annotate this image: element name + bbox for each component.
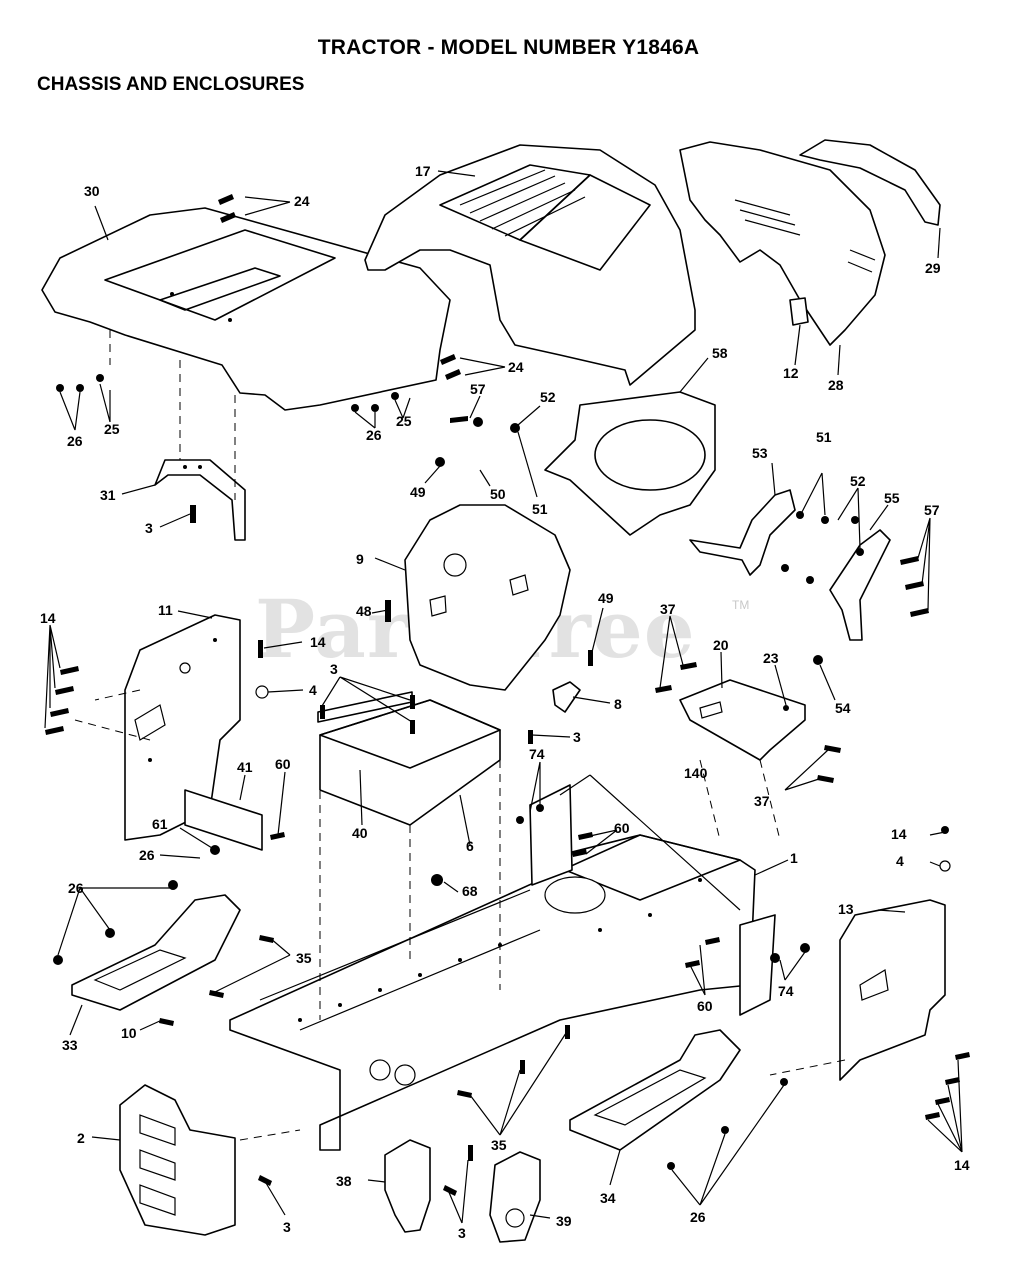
callout-74: 74	[778, 983, 794, 999]
part-34-right-footrest	[569, 1029, 741, 1151]
callout-3: 3	[283, 1219, 291, 1235]
callout-24: 24	[508, 359, 524, 375]
part-33-left-footrest	[71, 894, 241, 1011]
part-1-main-frame	[229, 834, 756, 1151]
leader-lines	[44, 170, 963, 1224]
callout-26: 26	[67, 433, 83, 449]
callout-28: 28	[828, 377, 844, 393]
callout-3: 3	[573, 729, 581, 745]
callout-34: 34	[600, 1190, 616, 1206]
alignment-lines	[74, 330, 846, 1141]
callout-24: 24	[294, 193, 310, 209]
callout-49: 49	[410, 484, 426, 500]
page-title: TRACTOR - MODEL NUMBER Y1846A	[317, 36, 700, 59]
watermark-trademark: TM	[732, 598, 750, 612]
fasteners	[45, 194, 970, 1196]
callout-1: 1	[790, 850, 798, 866]
part-17-hood	[364, 144, 696, 386]
part-6-battery-tray	[319, 699, 501, 826]
part-28-grille-panel	[679, 141, 886, 346]
callout-51: 51	[532, 501, 548, 517]
callout-48: 48	[356, 603, 372, 619]
callout-38: 38	[336, 1173, 352, 1189]
part-53-bracket	[689, 489, 796, 576]
part-39-bracket	[489, 1151, 541, 1243]
callout-58: 58	[712, 345, 728, 361]
callout-3: 3	[330, 661, 338, 677]
part-58-dash-shroud	[544, 391, 716, 536]
callout-12: 12	[783, 365, 799, 381]
callout-49: 49	[598, 590, 614, 606]
callout-53: 53	[752, 445, 768, 461]
callout-3: 3	[145, 520, 153, 536]
part-20-mount-plate	[679, 679, 806, 761]
part-41-plate	[184, 789, 263, 851]
part-13-right-side-panel	[839, 899, 946, 1081]
callout-74: 74	[529, 746, 545, 762]
callout-35: 35	[491, 1137, 507, 1153]
callout-57: 57	[470, 381, 486, 397]
callout-25: 25	[104, 421, 120, 437]
part-9-dash-panel	[404, 504, 571, 691]
callout-14: 14	[954, 1157, 970, 1173]
callout-26: 26	[690, 1209, 706, 1225]
callout-11: 11	[158, 602, 173, 618]
callout-68: 68	[462, 883, 478, 899]
part-55-bracket	[829, 529, 891, 641]
callout-10: 10	[121, 1025, 137, 1041]
callout-17: 17	[415, 163, 431, 179]
callout-3: 3	[458, 1225, 466, 1241]
callout-25: 25	[396, 413, 412, 429]
callout-40: 40	[352, 825, 368, 841]
callout-57: 57	[924, 502, 940, 518]
callout-23: 23	[763, 650, 779, 666]
callout-14: 14	[310, 634, 326, 650]
part-29-grille-cap	[799, 139, 941, 226]
callout-13: 13	[838, 901, 854, 917]
part-30-rear-fender	[41, 207, 451, 411]
part-31-bracket	[154, 459, 246, 541]
callout-4: 4	[309, 682, 317, 698]
callout-52: 52	[850, 473, 866, 489]
callout-52: 52	[540, 389, 556, 405]
callout-35: 35	[296, 950, 312, 966]
callout-54: 54	[835, 700, 851, 716]
callout-51: 51	[816, 429, 832, 445]
callout-50: 50	[490, 486, 506, 502]
callout-14: 14	[891, 826, 907, 842]
callout-4: 4	[896, 853, 904, 869]
callout-26: 26	[139, 847, 155, 863]
callout-39: 39	[556, 1213, 572, 1229]
callout-26: 26	[366, 427, 382, 443]
part-2-front-panel	[119, 1084, 236, 1236]
callout-14: 14	[40, 610, 56, 626]
callout-33: 33	[62, 1037, 78, 1053]
callout-26: 26	[68, 880, 84, 896]
callout-9: 9	[356, 551, 364, 567]
callout-60: 60	[275, 756, 291, 772]
callout-37: 37	[660, 601, 676, 617]
callout-8: 8	[614, 696, 622, 712]
part-8-clip	[552, 681, 581, 713]
callout-2: 2	[77, 1130, 85, 1146]
callout-60: 60	[697, 998, 713, 1014]
callout-labels: 30 24 17 29 24 58 12 28 26 25 26 25 57 5…	[40, 163, 970, 1241]
callout-140: 140	[684, 765, 708, 781]
callout-61: 61	[152, 816, 168, 832]
callout-55: 55	[884, 490, 900, 506]
callout-37: 37	[754, 793, 770, 809]
part-38-bracket	[384, 1139, 431, 1233]
callout-41: 41	[237, 759, 253, 775]
callout-29: 29	[925, 260, 941, 276]
section-subtitle: CHASSIS AND ENCLOSURES	[37, 74, 305, 95]
part-11-left-side-panel	[124, 614, 241, 841]
callout-60: 60	[614, 820, 630, 836]
callout-30: 30	[84, 183, 100, 199]
callout-31: 31	[100, 487, 116, 503]
callout-6: 6	[466, 838, 474, 854]
callout-20: 20	[713, 637, 729, 653]
